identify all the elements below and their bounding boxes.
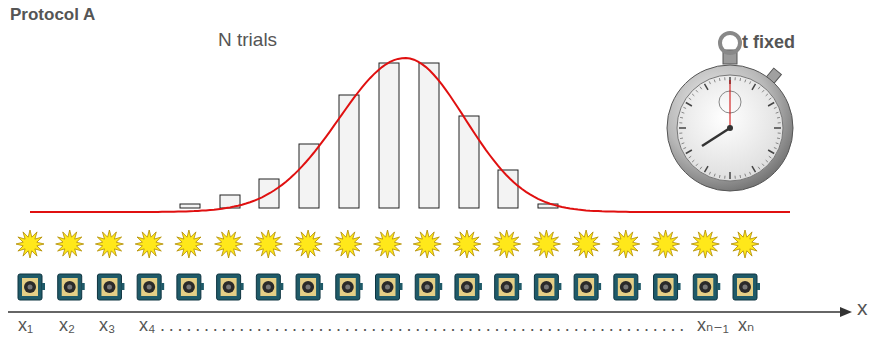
axis-arrowhead xyxy=(840,307,852,317)
detector-icon xyxy=(534,274,561,300)
x-axis xyxy=(8,311,842,313)
detector-icon xyxy=(177,274,204,300)
flash-star xyxy=(294,230,322,258)
histogram-bar xyxy=(180,204,200,208)
curve-label: N trials xyxy=(218,30,277,51)
histogram-bars xyxy=(180,63,558,208)
detector-icon xyxy=(693,274,720,300)
detector-icon xyxy=(217,274,244,300)
diagram-title: Protocol A xyxy=(10,6,95,25)
axis-label: x xyxy=(857,296,868,319)
detector-icon xyxy=(296,274,323,300)
flash-star xyxy=(16,230,44,258)
detector-icon xyxy=(455,274,482,300)
histogram-bar xyxy=(299,144,319,208)
flash-row xyxy=(16,230,759,258)
flash-star xyxy=(532,230,560,258)
histogram-bar xyxy=(339,95,359,208)
flash-star xyxy=(334,230,362,258)
detector-icon xyxy=(733,274,760,300)
detector-icon xyxy=(58,274,85,300)
flash-star xyxy=(175,230,203,258)
position-label: x₃ xyxy=(99,316,115,336)
flash-star xyxy=(731,230,759,258)
flash-star xyxy=(612,230,640,258)
flash-star xyxy=(254,230,282,258)
flash-star xyxy=(95,230,123,258)
detector-icon xyxy=(495,274,522,300)
detector-icon xyxy=(18,274,45,300)
flash-star xyxy=(135,230,163,258)
flash-star xyxy=(374,230,402,258)
stopwatch xyxy=(667,33,793,191)
detector-icon xyxy=(614,274,641,300)
detector-row xyxy=(18,274,760,300)
flash-star xyxy=(215,230,243,258)
position-label: x₁ xyxy=(18,316,33,336)
detector-icon xyxy=(336,274,363,300)
detector-icon xyxy=(415,274,442,300)
histogram-bar xyxy=(419,63,439,208)
flash-star xyxy=(572,230,600,258)
detector-icon xyxy=(97,274,124,300)
position-label: xₙ₋₁ xyxy=(697,316,729,336)
detector-icon xyxy=(574,274,601,300)
detector-icon xyxy=(376,274,403,300)
histogram-bar xyxy=(379,63,399,208)
flash-star xyxy=(453,230,481,258)
detector-icon xyxy=(256,274,283,300)
ellipsis-dots: ........................................… xyxy=(160,316,688,336)
flash-star xyxy=(413,230,441,258)
flash-star xyxy=(56,230,84,258)
flash-star xyxy=(652,230,680,258)
flash-star xyxy=(493,230,521,258)
detector-icon xyxy=(654,274,681,300)
position-label: xₙ xyxy=(738,316,754,336)
histogram-bar xyxy=(459,116,479,208)
flash-star xyxy=(691,230,719,258)
position-label: x₄ xyxy=(139,316,155,336)
position-label: x₂ xyxy=(59,316,75,336)
time-label: t fixed xyxy=(742,33,795,53)
detector-icon xyxy=(137,274,164,300)
